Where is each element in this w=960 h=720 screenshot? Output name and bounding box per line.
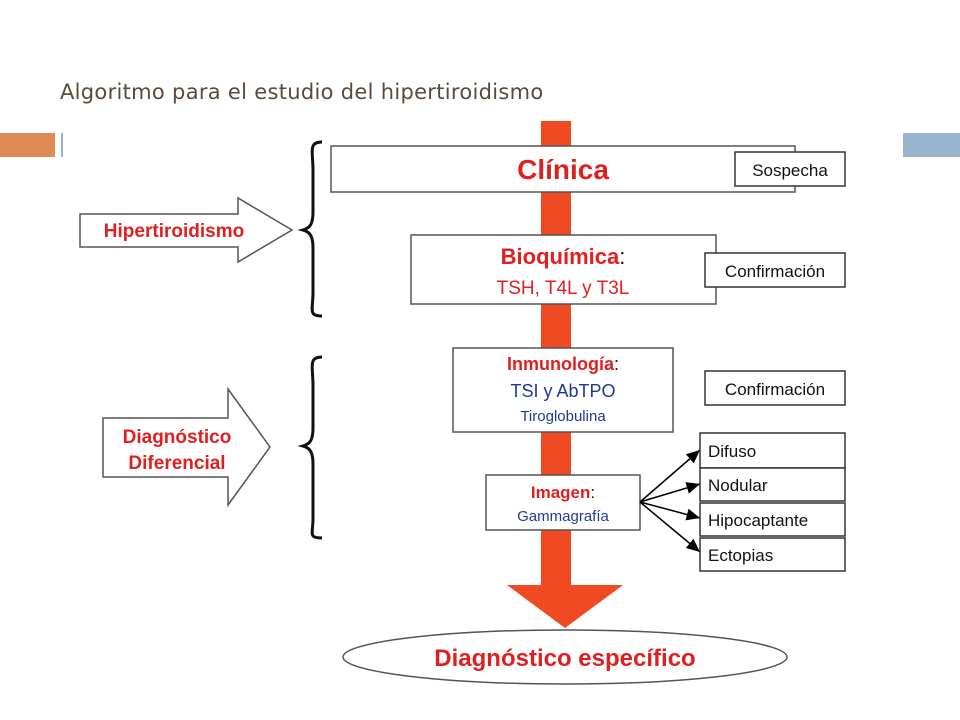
- brace-diferencial: [297, 355, 323, 540]
- hipertiroidismo-label: Hipertiroidismo: [104, 221, 244, 242]
- sospecha-tag: Sospecha: [734, 151, 846, 187]
- final-diagnosis: Diagnóstico específico: [342, 629, 788, 685]
- inmunologia-step: Inmunología: TSI y AbTPO Tiroglobulina: [452, 347, 674, 433]
- bioquimica-step: Bioquímica: TSH, T4L y T3L: [410, 234, 717, 305]
- imagen-result-arrows: [639, 449, 701, 553]
- bioquimica-detail: TSH, T4L y T3L: [497, 278, 630, 299]
- final-diagnosis-label: Diagnóstico específico: [434, 645, 695, 672]
- confirmacion-label-2: Confirmación: [725, 380, 825, 399]
- confirmacion-tag-2: Confirmación: [704, 370, 846, 406]
- imagen-step: Imagen: Gammagrafía: [485, 474, 641, 531]
- clinica-title: Clínica: [517, 154, 609, 185]
- inmunologia-title: Inmunología: [507, 354, 615, 374]
- arrow-to-ectopias: [639, 501, 701, 553]
- page-title: Algoritmo para el estudio del hipertiroi…: [60, 80, 544, 104]
- flow-arrow-head: [507, 585, 623, 628]
- svg-text:Imagen:: Imagen:: [531, 483, 595, 502]
- result-hipocaptante: Hipocaptante: [708, 511, 808, 530]
- inmunologia-detail-2: Tiroglobulina: [520, 408, 606, 425]
- imagen-results: Difuso Nodular Hipocaptante Ectopias: [699, 432, 846, 572]
- imagen-detail: Gammagrafía: [517, 508, 609, 525]
- diferencial-label-line1: Diagnóstico: [123, 427, 232, 448]
- result-nodular: Nodular: [708, 476, 768, 495]
- brace-hipertiroidismo: [297, 140, 323, 318]
- arrow-to-nodular: [639, 482, 701, 503]
- result-ectopias: Ectopias: [708, 546, 773, 565]
- accent-bar-left: [0, 133, 55, 157]
- arrow-to-hipocaptante: [639, 501, 701, 521]
- confirmacion-tag-1: Confirmación: [704, 252, 846, 288]
- bioquimica-title: Bioquímica: [501, 244, 620, 269]
- diferencial-label-line2: Diferencial: [128, 453, 225, 474]
- imagen-title: Imagen: [531, 483, 591, 502]
- inmunologia-detail-1: TSI y AbTPO: [510, 381, 615, 401]
- arrow-to-difuso: [639, 449, 701, 503]
- accent-bar-right: [903, 133, 960, 157]
- svg-text:Inmunología:: Inmunología:: [507, 354, 619, 374]
- accent-tick-left: [61, 133, 63, 157]
- clinica-step: Clínica: [330, 145, 796, 193]
- svg-text:Bioquímica:: Bioquímica:: [501, 244, 626, 269]
- result-difuso: Difuso: [708, 442, 756, 461]
- sospecha-label: Sospecha: [752, 161, 828, 180]
- confirmacion-label-1: Confirmación: [725, 262, 825, 281]
- diferencial-arrow: Diagnóstico Diferencial: [102, 386, 271, 508]
- hipertiroidismo-arrow: Hipertiroidismo: [79, 196, 294, 264]
